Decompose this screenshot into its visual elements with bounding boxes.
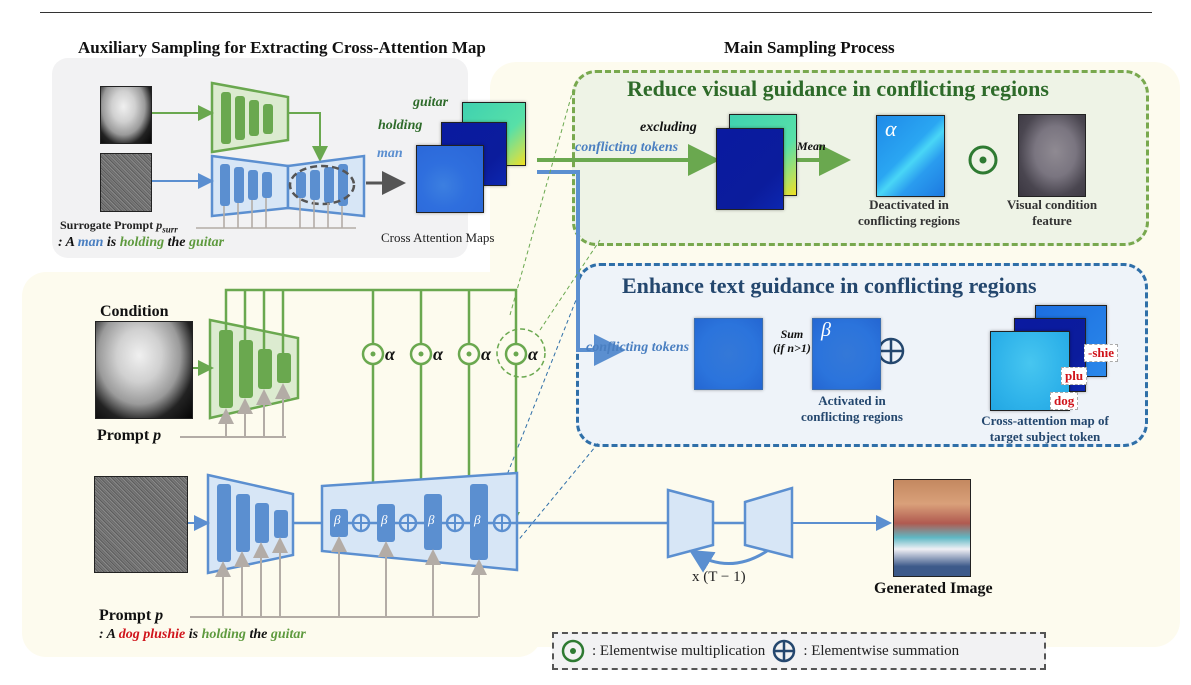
target-token-caption: Cross-attention map of target subject to… [981,413,1109,444]
surrogate-prompt-text: : A man is holding the guitar [58,235,224,251]
token-label-guitar: guitar [413,95,449,110]
top-rule [40,12,1152,13]
aux-controlnet-encoder [210,81,290,154]
noise-latent-image [94,476,188,573]
legend-summation-label: : Elementwise summation [803,642,960,659]
beta-label-3: β [428,512,435,527]
prompt-word-5: guitar [189,235,225,250]
auxiliary-section-title: Auxiliary Sampling for Extracting Cross-… [78,38,486,57]
token-tag-plu: plu [1061,367,1088,385]
main-section-title: Main Sampling Process [724,38,895,57]
token-label-man: man [377,146,403,161]
alpha-label-1: α [385,344,395,364]
generated-image [893,479,971,577]
reduce-box-title: Reduce visual guidance in conflicting re… [627,76,1049,101]
prompt-label-main: Prompt p [99,607,164,624]
beta-symbol: β [821,319,831,341]
conflicting-tokens-label-top: conflicting tokens [575,140,679,155]
aux-unet [210,154,366,218]
unet-encoder [206,473,295,575]
cross-attention-maps-caption: Cross Attention Maps [381,230,495,245]
controlnet-encoder [208,318,300,420]
legend-multiplication-label: : Elementwise multiplication [592,642,766,659]
surrogate-prompt-label: Surrogate Prompt psurr [60,218,178,235]
prompt-word-2: is [103,235,120,250]
alpha-multipliers [361,328,546,378]
prompt-word-2: is [185,627,202,642]
excluded-map-front [716,128,784,210]
enhance-box-title: Enhance text guidance in conflicting reg… [622,273,1037,298]
condition-image [95,321,193,419]
prompt-word-5: guitar [270,627,306,642]
aux-condition-image [100,86,152,144]
prompt-word-4: the [245,627,271,642]
prompt-label-condition: Prompt p [97,427,162,444]
conflicting-tokens-label-bottom: conflicting tokens [586,340,690,355]
token-tag-dog: dog [1050,392,1079,410]
attention-map-man [416,145,484,213]
prompt-word-0: : A [58,235,78,250]
legend-summation-icon [773,639,796,663]
legend-multiplication-icon [561,639,585,663]
excluding-label: excluding [640,120,697,135]
alpha-label-4: α [528,344,538,364]
repeat-unet [666,486,794,559]
alpha-map: α [876,115,945,197]
visual-condition-feature-image [1018,114,1086,197]
prompt-word-0: : A [99,627,119,642]
elementwise-multiplication-icon [968,145,998,175]
sum-label: Sum (if n>1) [773,327,811,355]
main-prompt-text: : A dog plushie is holding the guitar [99,627,306,643]
deactivated-caption: Deactivated in conflicting regions [858,197,960,228]
prompt-word-1: man [77,235,104,250]
alpha-symbol: α [885,116,897,141]
generated-image-label: Generated Image [874,580,993,597]
prompt-word-1: dog plushie [118,627,186,642]
beta-map: β [812,318,881,390]
activated-caption: Activated in conflicting regions [801,393,903,424]
legend: : Elementwise multiplication : Elementwi… [552,632,1046,670]
beta-label-1: β [334,512,341,527]
alpha-label-3: α [481,344,491,364]
conflicting-token-map [694,318,763,390]
elementwise-summation-icon [877,337,905,365]
beta-label-2: β [381,512,388,527]
loop-count-label: x (T − 1) [692,569,746,585]
visual-condition-caption: Visual condition feature [1006,197,1098,228]
unet-decoder [320,471,530,572]
prompt-word-4: the [164,235,189,250]
token-tag-shie: -shie [1084,344,1118,362]
mean-label: Mean [797,139,826,153]
prompt-word-3: holding [119,235,165,250]
condition-label: Condition [100,303,169,320]
prompt-word-3: holding [201,627,246,642]
token-label-holding: holding [378,118,423,133]
beta-label-4: β [474,512,481,527]
aux-noise-image [100,153,152,212]
alpha-label-2: α [433,344,443,364]
